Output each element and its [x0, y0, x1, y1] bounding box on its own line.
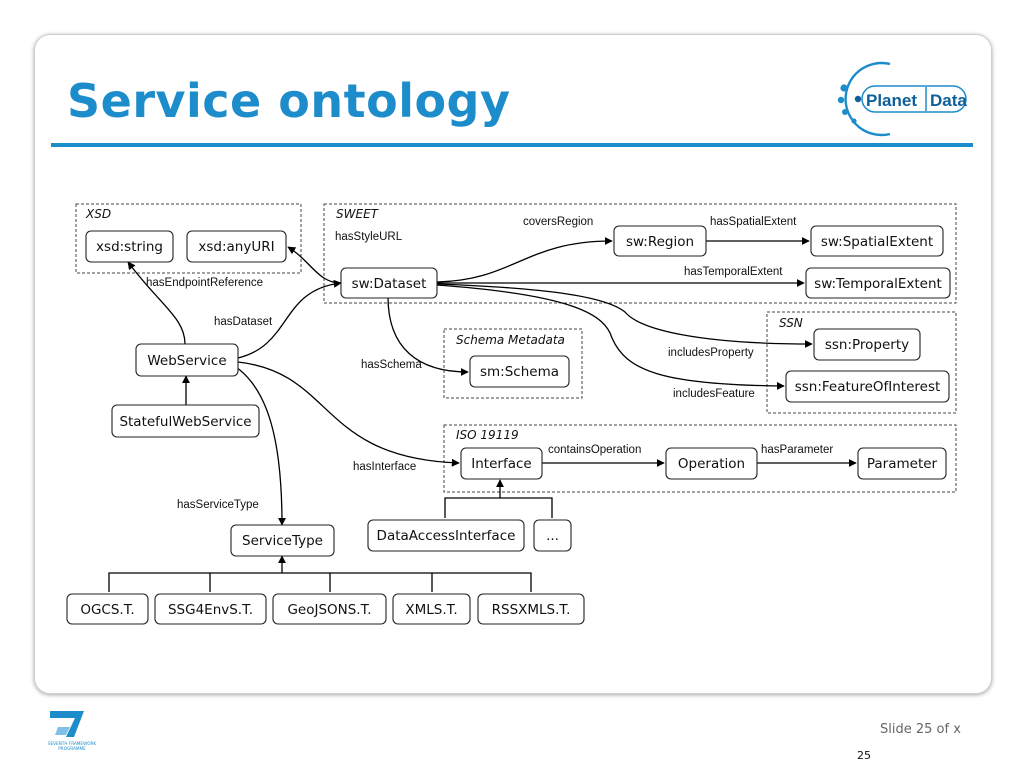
edge-covers-region — [436, 237, 613, 283]
logo-word-data: Data — [930, 91, 967, 110]
node-ogcs-label: OGCS.T. — [80, 602, 134, 618]
label-includes-property: includesProperty — [668, 347, 754, 359]
label-has-style-url: hasStyleURL — [335, 231, 403, 243]
node-sm-schema-label: sm:Schema — [480, 364, 559, 380]
node-interface-label: Interface — [471, 456, 531, 472]
edge-has-service-type — [235, 366, 286, 526]
group-schema-metadata: Schema Metadata — [443, 328, 583, 399]
label-has-temporal-extent: hasTemporalExtent — [684, 266, 783, 278]
node-xsd-string: xsd:string — [85, 230, 174, 263]
node-sm-schema: sm:Schema — [469, 355, 570, 388]
node-sw-dataset: sw:Dataset — [340, 267, 438, 299]
node-geojson-label: GeoJSONS.T. — [287, 602, 371, 618]
group-schema-metadata-label: Schema Metadata — [456, 333, 565, 347]
group-xsd: XSD — [75, 203, 302, 274]
node-sw-dataset-label: sw:Dataset — [352, 276, 427, 292]
group-ssn: SSN — [766, 311, 957, 414]
label-has-schema: hasSchema — [361, 359, 422, 371]
label-has-spatial-extent: hasSpatialExtent — [710, 216, 797, 228]
edge-has-schema — [387, 296, 469, 376]
node-sw-temporal-extent: sw:TemporalExtent — [805, 267, 951, 299]
page-number: 25 — [857, 749, 871, 762]
edge-includes-feature — [436, 284, 785, 390]
edge-has-interface — [237, 361, 460, 467]
node-data-access-interface: DataAccessInterface — [367, 519, 525, 552]
group-iso-19119: ISO 19119 — [443, 424, 957, 493]
label-has-dataset: hasDataset — [214, 316, 273, 328]
fp7-logo-icon: SEVENTH FRAMEWORK PROGRAMME — [48, 711, 97, 751]
group-xsd-label: XSD — [85, 207, 111, 221]
node-data-access-interface-label: DataAccessInterface — [377, 528, 516, 544]
node-sw-spatial-extent-label: sw:SpatialExtent — [821, 234, 933, 250]
node-operation-label: Operation — [678, 456, 745, 472]
label-contains-operation: containsOperation — [548, 444, 641, 456]
node-sw-region: sw:Region — [613, 225, 707, 257]
node-service-type: ServiceType — [230, 524, 335, 557]
label-covers-region: coversRegion — [523, 216, 593, 228]
group-sweet: SWEET — [323, 203, 957, 304]
node-ssn-property-label: ssn:Property — [825, 337, 909, 353]
node-webservice: WebService — [135, 343, 239, 377]
node-xsd-string-label: xsd:string — [96, 239, 163, 255]
node-rssxmls-st: RSSXMLS.T. — [477, 593, 585, 625]
edge-includes-property — [436, 283, 813, 348]
node-sw-region-label: sw:Region — [626, 234, 694, 250]
node-stateful-webservice-label: StatefulWebService — [119, 414, 251, 430]
node-xmls-label: XMLS.T. — [405, 602, 457, 618]
edge-has-style-url — [287, 246, 342, 284]
group-iso-label: ISO 19119 — [456, 428, 519, 442]
label-has-service-type: hasServiceType — [177, 499, 259, 511]
logo-word-planet: Planet — [866, 91, 917, 110]
node-webservice-label: WebService — [147, 353, 226, 369]
node-operation: Operation — [665, 447, 758, 480]
node-service-type-label: ServiceType — [242, 533, 323, 549]
node-ssg4env-label: SSG4EnvS.T. — [168, 602, 253, 618]
slide-number-text: Slide 25 of x — [880, 722, 961, 737]
group-ssn-label: SSN — [779, 316, 803, 330]
label-has-parameter: hasParameter — [761, 444, 833, 456]
label-has-interface: hasInterface — [353, 461, 416, 473]
node-stateful-webservice: StatefulWebService — [111, 404, 260, 438]
node-xmls-st: XMLS.T. — [392, 593, 471, 625]
node-rssxmls-label: RSSXMLS.T. — [492, 602, 571, 618]
node-ssn-feature-of-interest: ssn:FeatureOfInterest — [785, 370, 950, 403]
edge-has-dataset — [237, 279, 342, 359]
slide-title: Service ontology — [67, 74, 511, 128]
title-underline — [51, 143, 973, 147]
node-sw-spatial-extent: sw:SpatialExtent — [810, 225, 944, 257]
node-ssg4env-st: SSG4EnvS.T. — [154, 593, 267, 625]
label-has-endpoint-reference: hasEndpointReference — [146, 277, 263, 289]
servicetype-subclass-connector — [108, 572, 532, 592]
node-xsd-anyuri-label: xsd:anyURI — [198, 239, 274, 255]
node-ssn-foi-label: ssn:FeatureOfInterest — [795, 379, 941, 395]
node-parameter: Parameter — [857, 447, 947, 480]
planet-data-logo-icon: Planet Data — [837, 61, 967, 137]
node-ssn-property: ssn:Property — [813, 328, 921, 361]
node-ellipsis: ... — [533, 519, 572, 552]
node-xsd-anyuri: xsd:anyURI — [186, 230, 287, 263]
node-geojson-st: GeoJSONS.T. — [272, 593, 387, 625]
node-parameter-label: Parameter — [867, 456, 938, 472]
edge-has-endpoint-reference — [127, 261, 186, 345]
node-sw-temporal-extent-label: sw:TemporalExtent — [814, 276, 942, 292]
node-interface: Interface — [460, 447, 543, 480]
node-ellipsis-label: ... — [546, 528, 559, 544]
fp7-line2: PROGRAMME — [58, 746, 86, 751]
node-ogcs-st: OGCS.T. — [66, 593, 149, 625]
group-sweet-label: SWEET — [336, 207, 380, 221]
fp7-line1: SEVENTH FRAMEWORK — [48, 741, 97, 746]
interface-subclass-connector — [444, 497, 553, 518]
label-includes-feature: includesFeature — [673, 388, 755, 400]
